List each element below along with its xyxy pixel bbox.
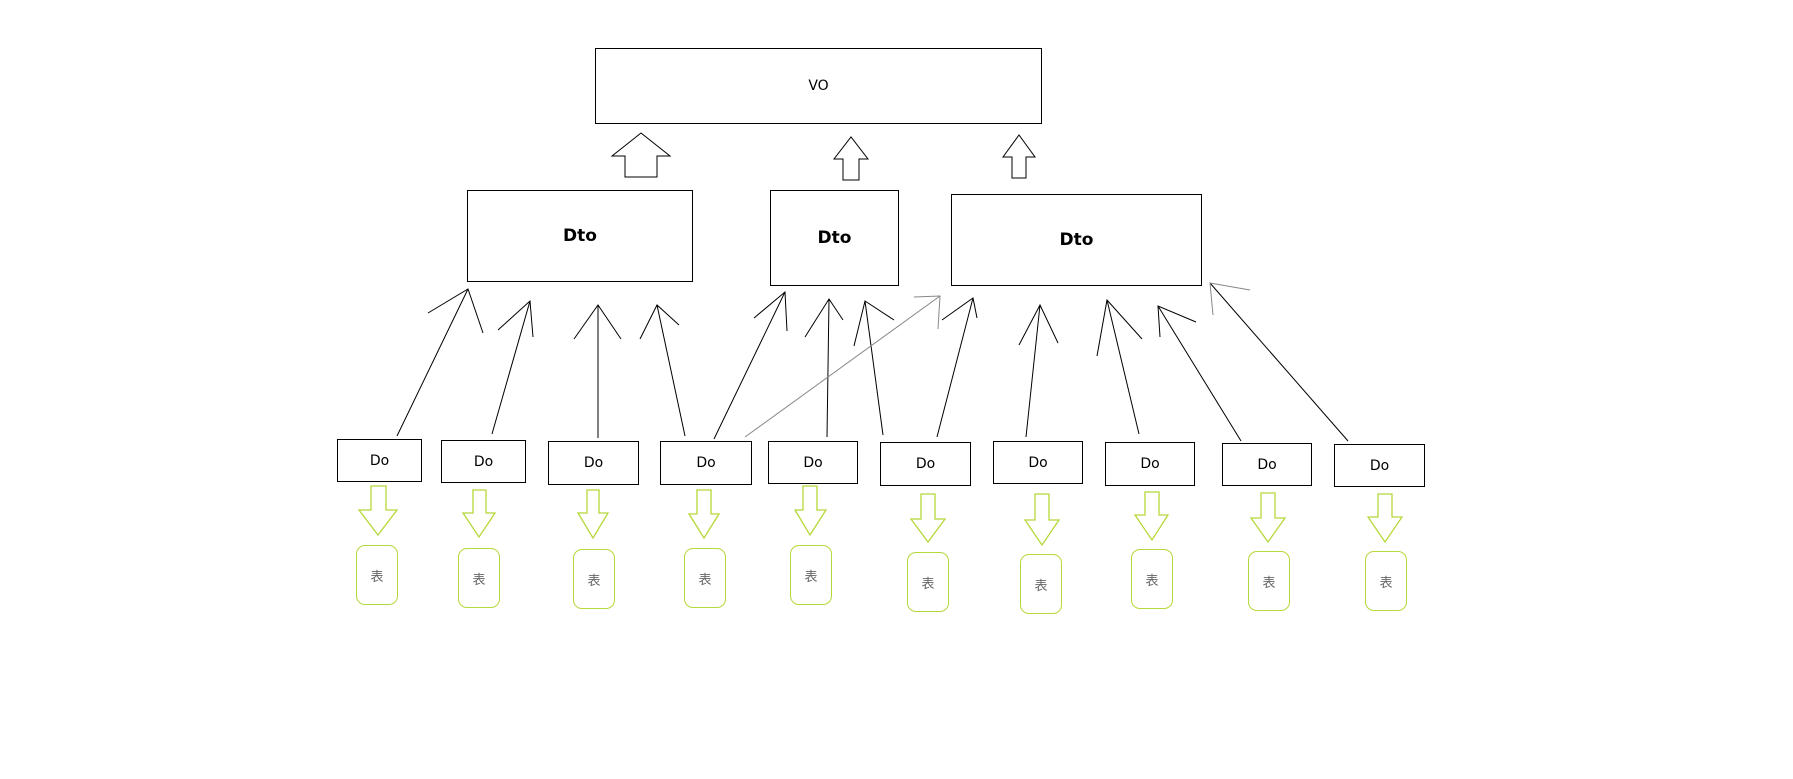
connector-do10-dto3-arrowhead (1209, 282, 1251, 316)
block-arrow-dto3-vo (1002, 134, 1036, 179)
do-box-9: Do (1222, 443, 1312, 486)
do-box-4: Do (660, 441, 752, 485)
connector-do5-dto2 (804, 298, 844, 438)
do-box-5: Do (768, 441, 858, 484)
do-label: Do (473, 453, 494, 470)
dto-box-3: Dto (951, 194, 1202, 286)
dto-box-2: Dto (770, 190, 899, 286)
do-label: Do (369, 452, 390, 469)
table-label: 表 (472, 572, 486, 588)
do-label: Do (915, 456, 936, 472)
do-label: Do (1140, 456, 1160, 472)
table-arrow-1 (357, 485, 399, 537)
do-label: Do (803, 454, 823, 471)
vo-label: VO (808, 78, 829, 94)
table-label: 表 (1034, 578, 1048, 594)
table-box-8: 表 (1131, 549, 1173, 609)
table-box-5: 表 (790, 545, 832, 605)
table-label: 表 (804, 569, 818, 585)
table-box-10: 表 (1365, 551, 1407, 611)
block-arrow-dto1-vo (610, 132, 672, 178)
do-box-1: Do (337, 439, 422, 482)
do-box-7: Do (993, 441, 1083, 484)
table-box-9: 表 (1248, 551, 1290, 611)
connector-do6-dto3 (936, 297, 978, 438)
table-label: 表 (1145, 573, 1159, 589)
table-label: 表 (370, 569, 384, 585)
connector-do6-dto2 (853, 300, 895, 436)
table-label: 表 (1262, 575, 1276, 591)
table-arrow-5 (793, 485, 828, 537)
table-box-4: 表 (684, 548, 726, 608)
table-arrow-3 (576, 489, 610, 540)
do-label: Do (1369, 457, 1390, 474)
dto-label: Dto (817, 228, 852, 248)
connector-do1-dto1 (396, 288, 484, 437)
vo-box: VO (595, 48, 1042, 124)
dto-label: Dto (563, 226, 597, 246)
do-box-8: Do (1105, 442, 1195, 486)
connector-do4-dto2 (713, 290, 788, 440)
do-box-10: Do (1334, 444, 1425, 487)
do-label: Do (583, 455, 604, 471)
connector-do10-dto3 (1209, 282, 1349, 442)
do-box-3: Do (548, 441, 639, 485)
connector-do8-dto3 (1096, 298, 1143, 435)
table-arrow-9 (1249, 492, 1287, 544)
block-arrow-dto2-vo (832, 136, 870, 181)
table-box-3: 表 (573, 549, 615, 609)
connector-do2-dto1 (491, 299, 534, 435)
table-arrow-8 (1133, 491, 1170, 542)
table-arrow-6 (909, 493, 947, 544)
do-box-6: Do (880, 442, 971, 486)
table-box-2: 表 (458, 548, 500, 608)
connector-do4-dto3-faint (744, 295, 941, 438)
table-arrow-4 (687, 489, 721, 540)
table-arrow-2 (461, 489, 497, 539)
connector-do7-dto3 (1018, 303, 1059, 438)
table-box-7: 表 (1020, 554, 1062, 614)
table-label: 表 (1379, 575, 1393, 591)
do-label: Do (1257, 456, 1277, 473)
connector-do3-dto1 (573, 304, 622, 438)
table-label: 表 (921, 576, 935, 592)
table-label: 表 (587, 573, 601, 589)
table-box-1: 表 (356, 545, 398, 605)
table-arrow-10 (1366, 493, 1404, 544)
connector-do4-dto1 (639, 304, 686, 437)
table-label: 表 (698, 572, 712, 588)
do-box-2: Do (441, 440, 526, 483)
do-label: Do (696, 455, 716, 471)
table-box-6: 表 (907, 552, 949, 612)
table-arrow-7 (1023, 493, 1061, 547)
do-label: Do (1028, 454, 1048, 471)
dto-box-1: Dto (467, 190, 693, 282)
connector-do9-dto3 (1157, 305, 1242, 442)
dto-label: Dto (1059, 230, 1094, 250)
